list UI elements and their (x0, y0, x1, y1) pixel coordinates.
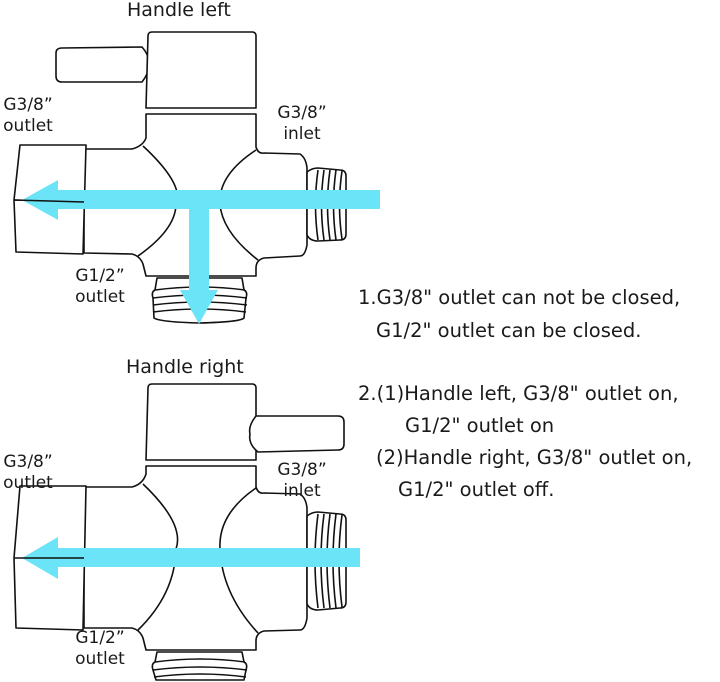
diagram2-label-left-outlet: G3/8” outlet (0, 452, 56, 494)
label-line: G3/8” (277, 460, 327, 480)
diagram2-label-bottom-outlet: G1/2” outlet (68, 628, 132, 670)
handle-cap (145, 31, 257, 109)
diagram1-label-bottom-outlet: G1/2” outlet (68, 266, 132, 308)
diagram1-title: Handle left (127, 0, 231, 21)
handle-lever-left (55, 46, 150, 83)
diagram1-label-right-inlet: G3/8” inlet (272, 103, 332, 145)
diagram1-valve (13, 31, 380, 324)
flow-arrow-left (22, 180, 380, 220)
flow-arrow-down (180, 209, 218, 324)
note1-line2: G1/2" outlet can be closed. (376, 319, 642, 342)
label-line: G1/2” (75, 266, 125, 286)
label-line: outlet (3, 473, 53, 493)
flow-arrow-left (22, 537, 360, 579)
note2-line2: G1/2" outlet on (405, 414, 555, 437)
label-line: outlet (75, 287, 125, 307)
diagram2-valve (13, 383, 360, 681)
label-line: inlet (283, 481, 321, 501)
diagram2-label-right-inlet: G3/8” inlet (272, 460, 332, 502)
label-line: outlet (3, 116, 53, 136)
handle-lever-right (248, 415, 345, 453)
note2-line4: G1/2" outlet off. (398, 478, 555, 501)
thread-outlet-bottom (151, 651, 248, 681)
label-line: G3/8” (277, 103, 327, 123)
diagram2-title: Handle right (126, 356, 244, 378)
note2-line1: 2.(1)Handle left, G3/8" outlet on, (358, 382, 679, 405)
note1-line1: 1.G3/8" outlet can not be closed, (358, 286, 681, 309)
label-line: inlet (283, 124, 321, 144)
label-line: G1/2” (75, 628, 125, 648)
label-line: G3/8” (3, 95, 53, 115)
label-line: outlet (75, 649, 125, 669)
diagram1-label-left-outlet: G3/8” outlet (0, 95, 56, 137)
label-line: G3/8” (3, 452, 53, 472)
handle-cap (145, 383, 257, 461)
note2-line3: (2)Handle right, G3/8" outlet on, (376, 446, 693, 469)
